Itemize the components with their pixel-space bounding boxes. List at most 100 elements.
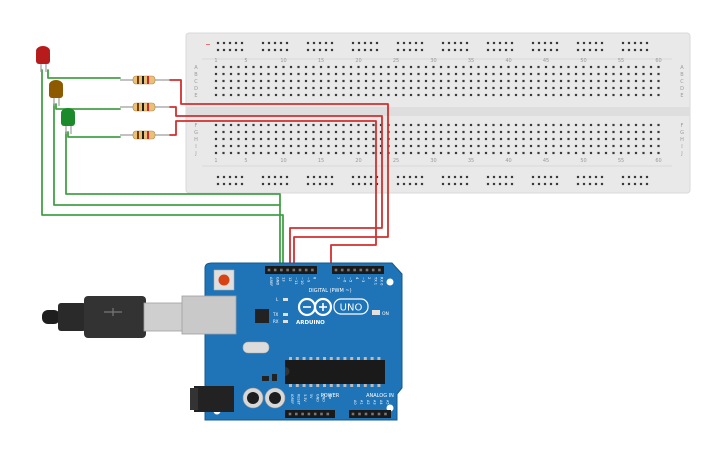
breadboard-hole[interactable] [259, 79, 263, 83]
breadboard-hole[interactable] [544, 123, 548, 127]
breadboard-hole[interactable] [319, 130, 323, 134]
breadboard-hole[interactable] [334, 72, 338, 76]
breadboard-hole[interactable] [634, 93, 638, 97]
breadboard-hole[interactable] [462, 72, 465, 76]
breadboard-hole[interactable] [274, 86, 278, 90]
breadboard-hole[interactable] [567, 72, 570, 76]
breadboard-hole[interactable] [499, 123, 503, 127]
breadboard-hole[interactable] [349, 130, 353, 134]
rail-hole[interactable] [261, 182, 265, 186]
breadboard-hole[interactable] [349, 123, 353, 127]
rail-hole[interactable] [363, 48, 367, 52]
rail-hole[interactable] [492, 48, 496, 52]
breadboard-hole[interactable] [252, 93, 255, 97]
breadboard-hole[interactable] [327, 123, 330, 127]
header-pin[interactable] [378, 268, 381, 272]
breadboard-hole[interactable] [439, 86, 443, 90]
breadboard-hole[interactable] [432, 72, 435, 76]
breadboard-hole[interactable] [604, 151, 608, 155]
breadboard-hole[interactable] [439, 79, 443, 83]
power-pin[interactable] [301, 412, 304, 416]
breadboard-hole[interactable] [349, 151, 353, 155]
breadboard-hole[interactable] [364, 79, 368, 83]
breadboard-hole[interactable] [409, 86, 413, 90]
breadboard-hole[interactable] [612, 130, 615, 134]
breadboard-hole[interactable] [409, 93, 413, 97]
rail-hole[interactable] [318, 175, 322, 179]
rail-hole[interactable] [447, 182, 451, 186]
wire-green-led2-resistor[interactable] [55, 103, 121, 110]
breadboard-hole[interactable] [559, 151, 563, 155]
breadboard-hole[interactable] [409, 79, 413, 83]
breadboard-hole[interactable] [634, 65, 638, 69]
breadboard-hole[interactable] [289, 144, 293, 148]
rail-hole[interactable] [549, 175, 553, 179]
breadboard-hole[interactable] [267, 151, 270, 155]
breadboard-hole[interactable] [462, 93, 465, 97]
breadboard-hole[interactable] [619, 144, 623, 148]
rail-hole[interactable] [330, 41, 334, 45]
breadboard-hole[interactable] [379, 151, 383, 155]
breadboard-hole[interactable] [642, 137, 645, 141]
breadboard-hole[interactable] [214, 144, 218, 148]
breadboard-hole[interactable] [417, 86, 420, 90]
breadboard-hole[interactable] [447, 123, 450, 127]
breadboard-hole[interactable] [312, 93, 315, 97]
breadboard-hole[interactable] [409, 65, 413, 69]
breadboard-hole[interactable] [364, 65, 368, 69]
breadboard-hole[interactable] [289, 72, 293, 76]
breadboard-hole[interactable] [327, 151, 330, 155]
breadboard-hole[interactable] [514, 86, 518, 90]
rail-hole[interactable] [510, 41, 514, 45]
wire-green-led3-resistor[interactable] [67, 131, 121, 138]
breadboard-hole[interactable] [252, 86, 255, 90]
breadboard-hole[interactable] [417, 79, 420, 83]
rail-hole[interactable] [582, 182, 586, 186]
breadboard-hole[interactable] [319, 72, 323, 76]
rail-hole[interactable] [375, 41, 379, 45]
rail-hole[interactable] [261, 41, 265, 45]
breadboard-hole[interactable] [492, 151, 495, 155]
breadboard-hole[interactable] [304, 151, 308, 155]
breadboard-hole[interactable] [589, 123, 593, 127]
breadboard-hole[interactable] [567, 130, 570, 134]
breadboard-hole[interactable] [319, 144, 323, 148]
breadboard-hole[interactable] [394, 144, 398, 148]
breadboard-hole[interactable] [424, 144, 428, 148]
rail-hole[interactable] [543, 175, 547, 179]
power-header[interactable] [285, 410, 335, 418]
breadboard-hole[interactable] [282, 86, 285, 90]
breadboard-hole[interactable] [394, 130, 398, 134]
breadboard-hole[interactable] [627, 151, 630, 155]
rail-hole[interactable] [285, 182, 289, 186]
rail-hole[interactable] [261, 48, 265, 52]
breadboard-hole[interactable] [522, 93, 525, 97]
breadboard-hole[interactable] [424, 79, 428, 83]
breadboard-hole[interactable] [484, 151, 488, 155]
rail-hole[interactable] [588, 41, 592, 45]
rail-hole[interactable] [420, 41, 424, 45]
breadboard-hole[interactable] [289, 93, 293, 97]
breadboard-hole[interactable] [649, 130, 653, 134]
breadboard-hole[interactable] [552, 137, 555, 141]
rail-hole[interactable] [324, 48, 328, 52]
breadboard-hole[interactable] [267, 137, 270, 141]
breadboard-hole[interactable] [334, 137, 338, 141]
rail-hole[interactable] [240, 182, 244, 186]
breadboard-hole[interactable] [514, 123, 518, 127]
breadboard-hole[interactable] [657, 93, 660, 97]
breadboard-hole[interactable] [499, 144, 503, 148]
analog-pin[interactable] [351, 412, 355, 416]
breadboard-hole[interactable] [349, 86, 353, 90]
breadboard-hole[interactable] [357, 93, 360, 97]
breadboard-hole[interactable] [312, 144, 315, 148]
breadboard-hole[interactable] [327, 65, 330, 69]
breadboard-hole[interactable] [454, 130, 458, 134]
breadboard-hole[interactable] [342, 151, 345, 155]
breadboard-hole[interactable] [349, 79, 353, 83]
breadboard-hole[interactable] [259, 93, 263, 97]
breadboard-hole[interactable] [507, 79, 510, 83]
breadboard-hole[interactable] [409, 151, 413, 155]
breadboard-hole[interactable] [469, 93, 473, 97]
rail-hole[interactable] [594, 182, 598, 186]
